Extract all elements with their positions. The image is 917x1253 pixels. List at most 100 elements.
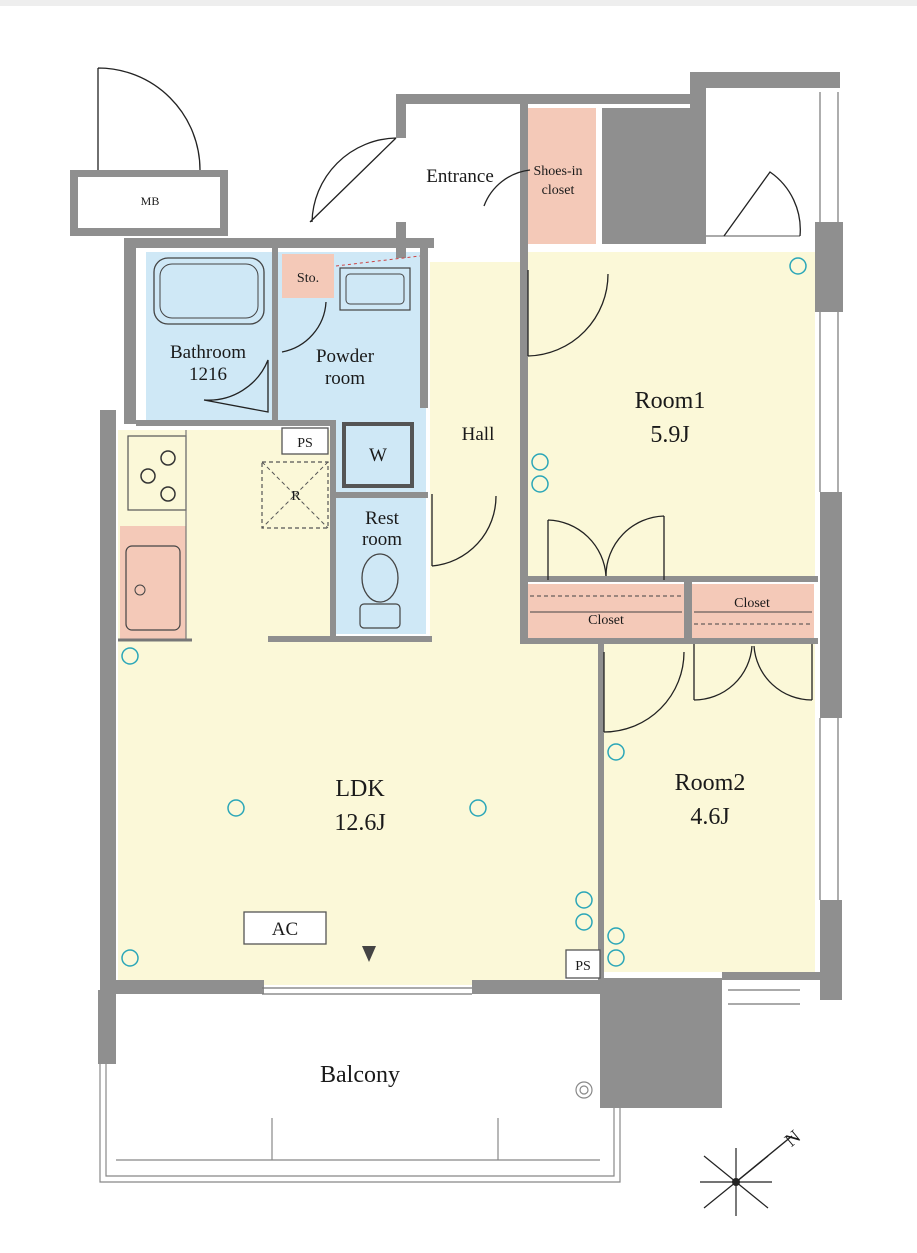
toilet	[359, 553, 401, 629]
wall-rest-bottom	[268, 636, 432, 642]
room1-area	[528, 252, 815, 580]
room2-area	[603, 640, 815, 972]
ldk-area	[118, 430, 600, 985]
ceiling-light-icon	[469, 799, 487, 817]
mb-wall-right	[220, 170, 228, 236]
closet-right-label: Closet	[734, 596, 770, 611]
rest-room-label-1: Rest	[365, 508, 400, 529]
outlet-icon	[531, 475, 549, 493]
wall-wet-top	[124, 238, 434, 248]
ps-box-top	[281, 427, 329, 455]
powder-room-label-2: room	[325, 368, 365, 389]
wall-room2-bottom	[722, 972, 820, 980]
shoes-closet-label-2: closet	[542, 183, 575, 198]
wall-column-bottom	[600, 978, 722, 1108]
closet-left-area	[528, 584, 684, 638]
mb-wall-left	[70, 170, 78, 236]
entrance-wall-top	[396, 94, 690, 104]
rest-room-label-2: room	[362, 529, 402, 550]
wall-rest-left	[330, 420, 336, 638]
room1-name: Room1	[635, 388, 706, 414]
kitchen-sink	[125, 545, 181, 631]
outlet-icon	[531, 453, 549, 471]
hall-area	[430, 262, 522, 642]
w-label: W	[369, 445, 387, 466]
wall-top-right	[690, 72, 840, 88]
room1-size: 5.9J	[650, 422, 689, 448]
outlet-icon	[575, 891, 593, 909]
closet-rails	[530, 595, 812, 625]
shoes-closet-label-1: Shoes-in	[534, 164, 583, 179]
bathroom-size: 1216	[189, 364, 227, 385]
balcony-rail	[99, 1064, 621, 1183]
compass-north-label: N	[781, 1126, 805, 1151]
wall-powder-right	[420, 248, 428, 408]
r-label: R	[291, 489, 301, 504]
wall-right-1	[815, 222, 843, 312]
windows	[262, 92, 839, 1005]
sto-area	[282, 254, 334, 298]
wall-ldk-bottom-right	[472, 980, 602, 994]
ac-label: AC	[272, 919, 298, 940]
ceiling-light-icon	[227, 799, 245, 817]
mb-label: MB	[141, 194, 160, 208]
wall-right-top	[690, 72, 706, 112]
outlet-icon	[607, 927, 625, 945]
entrance-wall-left	[396, 94, 406, 138]
bathroom-label: Bathroom	[170, 342, 246, 363]
shoes-closet-area	[528, 108, 596, 244]
closet-right-area	[692, 584, 814, 638]
powder-room-label-1: Powder	[316, 346, 375, 367]
outlet-icon	[607, 949, 625, 967]
wall-right-3	[820, 900, 842, 1000]
wall-wet-left	[124, 238, 136, 424]
room2-size: 4.6J	[690, 804, 729, 830]
room2-name: Room2	[675, 770, 746, 796]
closet-left-label: Closet	[588, 613, 624, 628]
wall-block-top-right	[602, 108, 706, 244]
sto-label: Sto.	[297, 271, 319, 286]
wall-rest-top	[336, 492, 428, 498]
wall-room2-top	[522, 638, 818, 644]
ps-top-label: PS	[297, 436, 313, 451]
outlet-icon	[575, 913, 593, 931]
wall-left-outer	[100, 410, 116, 990]
balcony-label: Balcony	[320, 1062, 400, 1088]
wall-room1-closet	[528, 576, 818, 582]
down-arrow-icon	[362, 946, 376, 962]
ac-box	[243, 911, 327, 945]
ldk-size: 12.6J	[334, 810, 385, 836]
mb-wall-top	[70, 170, 228, 177]
wall-hall-right	[520, 104, 528, 644]
doors	[97, 67, 813, 733]
kitchen-counter-line	[118, 430, 192, 642]
washing-machine-box	[342, 422, 414, 488]
wall-balcony-left	[98, 990, 116, 1064]
ps-bottom-label: PS	[575, 959, 591, 974]
mb-wall-bottom	[70, 228, 228, 236]
outlet-icon	[607, 743, 625, 761]
ps-box-bottom	[565, 949, 601, 979]
entrance-label: Entrance	[426, 166, 494, 187]
washbasin	[335, 255, 421, 311]
wall-ldk-bottom-left	[100, 980, 264, 994]
outlet-icon	[121, 647, 139, 665]
bathroom-area	[146, 252, 274, 420]
top-strip	[0, 0, 917, 6]
wall-ldk-room2	[598, 640, 604, 980]
wall-right-2	[820, 492, 842, 718]
outlet-icon	[121, 949, 139, 967]
outlet-icon	[789, 257, 807, 275]
wall-wet-bottom	[136, 420, 336, 426]
refrigerator-space	[261, 461, 329, 529]
wall-bath-right	[272, 248, 278, 420]
rest-room-area	[336, 498, 426, 634]
electrical-symbols	[121, 257, 807, 967]
ldk-name: LDK	[335, 776, 385, 802]
kitchen-sink-counter	[120, 526, 186, 640]
wall-closet-split	[684, 582, 692, 642]
compass-rose-icon	[700, 1135, 793, 1216]
bathtub	[153, 257, 265, 325]
hall-label: Hall	[462, 424, 495, 445]
